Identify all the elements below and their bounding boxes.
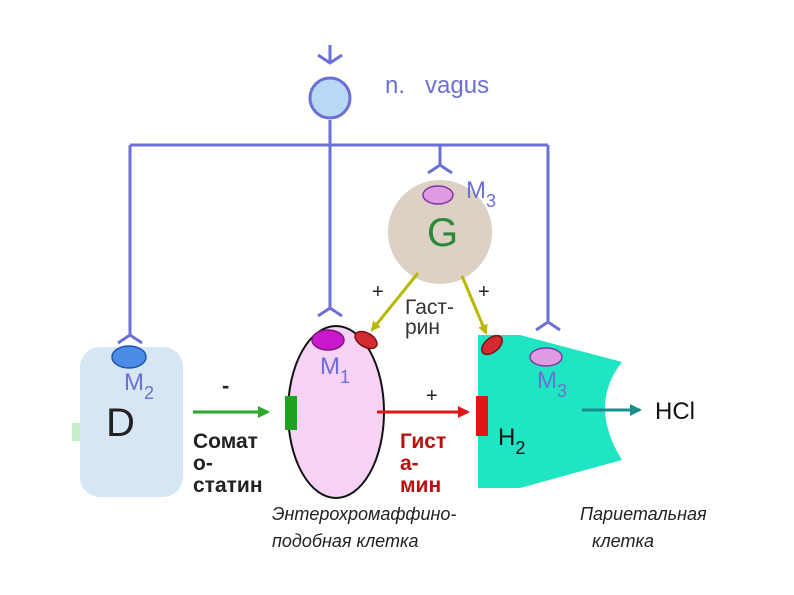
somatostatin-label-line2: о- (193, 452, 213, 475)
g-cell-body (388, 180, 492, 284)
parietal-cell-h2-label: H2 (498, 424, 525, 458)
d-cell-letter: D (106, 401, 135, 445)
gastrin-label-line2: рин (405, 316, 440, 339)
parietal-cell-receptor-label: M3 (537, 367, 567, 401)
ecl-cell-caption-line1: Энтерохромаффино- (272, 504, 456, 524)
hcl-label: HCl (655, 398, 695, 425)
parietal-cell-caption-line1: Париетальная (580, 504, 707, 524)
gastrin-arrows: + + Гаст- рин (370, 272, 490, 339)
synapse-g-cell (427, 163, 453, 175)
histamine-label-line2: а- (400, 452, 419, 475)
vagus-nerve-tree (117, 45, 561, 345)
gastrin-label-line1: Гаст- (405, 296, 454, 319)
somatostatin-sign: - (222, 373, 229, 398)
synapse-parietal-cell (535, 320, 561, 332)
parietal-cell-body (478, 335, 622, 488)
gastrin-sign-right: + (478, 281, 490, 303)
ecl-cell-receptor-label: M1 (320, 353, 350, 387)
synapse-ecl-cell (317, 306, 343, 318)
d-cell-edge-mark (72, 423, 80, 441)
d-cell: M2 D (72, 345, 183, 497)
parietal-cell-caption-line2: клетка (592, 531, 654, 551)
ecl-cell-somatostatin-receptor (285, 396, 297, 430)
d-cell-body (80, 347, 183, 497)
histamine-label-line3: мин (400, 474, 441, 497)
ecl-cell-caption-line2: подобная клетка (272, 531, 419, 551)
synapse-d-cell (117, 333, 143, 345)
d-cell-receptor-label: M2 (124, 369, 154, 403)
histamine-sign: + (426, 385, 438, 407)
gastrin-sign-left: + (372, 281, 384, 303)
d-cell-m2-receptor (111, 345, 147, 369)
somatostatin-label-line1: Сомат (193, 430, 258, 453)
gastrin-arrow-to-ecl (370, 272, 420, 332)
histamine-signal: + Гист а- мин (377, 385, 470, 497)
g-cell-letter: G (427, 211, 458, 255)
ecl-cell-gastrin-receptor (354, 330, 378, 350)
vagus-neuron (308, 76, 352, 120)
gastrin-arrow-to-parietal (460, 275, 488, 335)
somatostatin-label-line3: статин (193, 474, 263, 497)
somatostatin-signal: - Сомат о- статин (193, 373, 270, 497)
parietal-cell-h2-receptor (476, 396, 488, 436)
vagus-label: n. vagus (385, 72, 489, 99)
parietal-cell-gastrin-receptor (481, 334, 503, 356)
ecl-cell-body (287, 325, 385, 499)
parietal-cell: M3 H2 Париетальная клетка (476, 334, 707, 551)
parietal-cell-m3-receptor (529, 347, 563, 367)
g-cell-receptor-label: M3 (466, 177, 496, 211)
histamine-label-line1: Гист (400, 430, 446, 453)
ecl-cell-m1-receptor (311, 329, 345, 351)
g-cell: G M3 (388, 177, 496, 284)
g-cell-m3-receptor (422, 185, 454, 205)
ecl-cell: M1 Энтерохромаффино- подобная клетка (272, 325, 456, 551)
